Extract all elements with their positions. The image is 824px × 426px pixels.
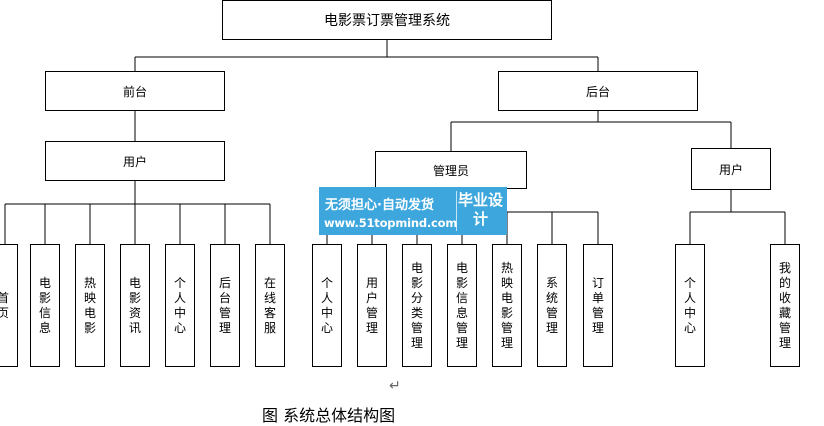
watermark-banner: 无须担心·自动发货 www.51topmind.com 毕业设计 (319, 187, 507, 235)
admin-item-label: 个人中心 (320, 275, 333, 335)
admin-item-label: 热映电影管理 (500, 260, 513, 350)
admin-item-order-management: 订单管理 (583, 244, 613, 367)
figure-caption: 图 系统总体结构图 (262, 406, 396, 425)
admin-item-user-management: 用户管理 (357, 244, 387, 367)
admin-node: 管理员 (375, 151, 527, 189)
frontend-item-label: 电影信息 (38, 275, 51, 335)
frontend-item-label: 电影资讯 (128, 275, 141, 335)
frontend-item-home: 首页 (0, 244, 18, 367)
root-node: 电影票订票管理系统 (222, 0, 552, 40)
frontend-item-label: 在线客服 (263, 275, 276, 335)
frontend-item-online-service: 在线客服 (255, 244, 285, 367)
admin-item-personal-center: 个人中心 (312, 244, 342, 367)
admin-item-movie-info-management: 电影信息管理 (447, 244, 477, 367)
admin-item-hot-movie-management: 热映电影管理 (492, 244, 522, 367)
frontend-node: 前台 (45, 71, 225, 111)
frontend-item-personal-center: 个人中心 (165, 244, 195, 367)
backend-user-item-label: 我的收藏管理 (778, 260, 791, 350)
backend-node: 后台 (498, 71, 698, 111)
backend-user-node: 用户 (691, 148, 771, 190)
frontend-item-hot-movies: 热映电影 (75, 244, 105, 367)
admin-item-label: 订单管理 (591, 275, 604, 335)
admin-item-label: 电影分类管理 (410, 260, 423, 350)
frontend-item-label: 首页 (0, 290, 9, 320)
backend-user-item-favorites-management: 我的收藏管理 (770, 244, 800, 367)
backend-user-item-label: 个人中心 (683, 275, 696, 335)
frontend-item-label: 热映电影 (83, 275, 96, 335)
frontend-item-backend-admin: 后台管理 (210, 244, 240, 367)
admin-item-category-management: 电影分类管理 (402, 244, 432, 367)
admin-item-label: 系统管理 (545, 275, 558, 335)
frontend-item-movie-news: 电影资讯 (120, 244, 150, 367)
admin-item-system-management: 系统管理 (537, 244, 567, 367)
frontend-item-movie-info: 电影信息 (30, 244, 60, 367)
watermark-url: www.51topmind.com (324, 216, 458, 230)
watermark-label: 毕业设计 (456, 191, 504, 231)
return-mark-icon: ↵ (389, 378, 401, 394)
watermark-slogan: 无须担心·自动发货 (325, 198, 434, 213)
frontend-item-label: 后台管理 (218, 275, 231, 335)
frontend-item-label: 个人中心 (173, 275, 186, 335)
backend-user-item-personal-center: 个人中心 (675, 244, 705, 367)
admin-item-label: 用户管理 (365, 275, 378, 335)
frontend-user-node: 用户 (45, 141, 225, 181)
admin-item-label: 电影信息管理 (455, 260, 468, 350)
